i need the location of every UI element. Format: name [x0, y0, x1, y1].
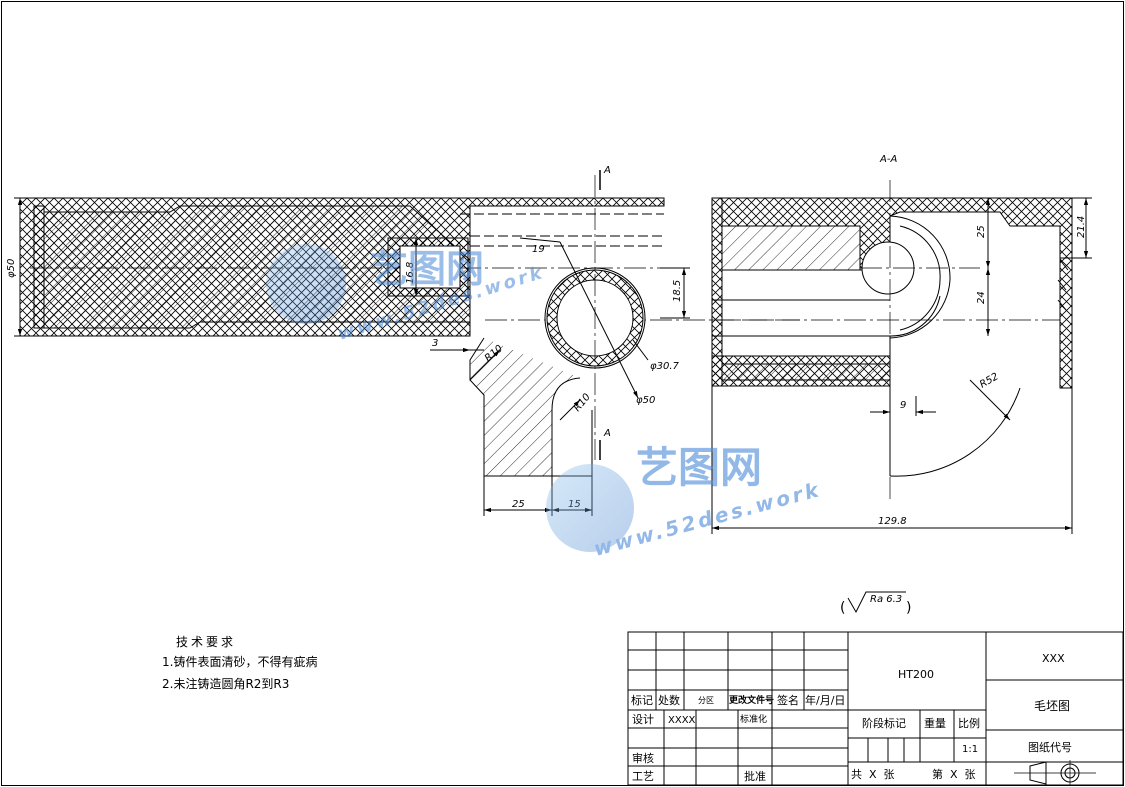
tb-sheets-total: 共 X 张 [851, 768, 895, 781]
svg-text:): ) [906, 600, 911, 616]
front-body-core [43, 205, 471, 329]
dim-v24: 24 [976, 291, 987, 304]
front-outline-inner [33, 205, 45, 329]
tb-design-label: 设计 [632, 713, 654, 726]
svg-text:艺图网: 艺图网 [636, 443, 762, 492]
dim-h16-8: 16.8 [405, 262, 416, 284]
tb-weight-label: 重量 [924, 716, 946, 730]
dim-w25: 25 [512, 499, 525, 510]
dim-w3: 3 [432, 338, 438, 349]
watermark-globe-icon [266, 244, 346, 324]
tb-sheet-no: 第 X 张 [932, 767, 976, 781]
dim-ang19: 19 [532, 244, 545, 255]
dim-w9: 9 [900, 400, 906, 411]
section-mark-bottom: A [603, 428, 611, 439]
front-view [14, 170, 800, 516]
tb-header-mark: 标记 [631, 693, 653, 707]
watermark-globe-icon [546, 464, 634, 552]
tb-material: HT200 [898, 668, 934, 681]
roughness-check-icon [847, 591, 906, 614]
section-arc-r52 [889, 387, 1021, 477]
dim-h18-5: 18.5 [672, 280, 683, 302]
tb-standardize-label: 标准化 [740, 713, 767, 725]
tech-req-title: 技术要求 [176, 635, 236, 649]
tb-header-change-doc: 更改文件号 [729, 694, 774, 706]
section-left-wall [711, 197, 723, 387]
dim-w129-8: 129.8 [878, 516, 907, 527]
tb-drawing-code-label: 图纸代号 [1028, 741, 1072, 754]
title-block-text: HT200 XXX 毛坯图 图纸代号 标记 处数 分区 更改文件号 签名 年/月… [631, 652, 1072, 783]
tb-header-zone: 分区 [698, 696, 714, 705]
tb-scale-value: 1:1 [962, 744, 978, 755]
dim-d30-7: φ30.7 [650, 361, 680, 372]
tb-scale-label: 比例 [958, 716, 980, 730]
tb-process-label: 工艺 [632, 770, 654, 783]
section-title: A-A [879, 154, 897, 165]
title-block [627, 631, 1124, 786]
svg-text:(: ( [840, 600, 845, 616]
tb-header-sign: 签名 [777, 693, 799, 707]
dim-d50-circle: φ50 [636, 395, 655, 406]
tb-designer: XXXX [668, 715, 696, 726]
tb-drawing-name: 毛坯图 [1034, 699, 1070, 713]
roughness-symbol: ( Ra 6.3 ) [840, 591, 911, 616]
tb-header-count: 处数 [658, 694, 680, 707]
tech-req-item-2: 2.未注铸造圆角R2到R3 [162, 676, 289, 691]
projection-symbol-icon [1014, 760, 1096, 786]
section-core-upper [721, 225, 861, 271]
tech-req-item-1: 1.铸件表面清砂，不得有疵病 [162, 654, 317, 669]
section-mark-top: A [603, 165, 611, 176]
tb-approve-label: 批准 [744, 769, 766, 783]
svg-text:艺图网: 艺图网 [370, 247, 484, 291]
tb-stage-label: 阶段标记 [862, 716, 906, 730]
tb-header-date: 年/月/日 [805, 693, 845, 707]
dim-r52: R52 [978, 371, 1001, 390]
dim-d50-left: φ50 [6, 259, 17, 278]
tb-review-label: 审核 [632, 751, 654, 765]
dim-v25: 25 [976, 225, 987, 238]
front-lug [469, 337, 581, 477]
dim-v21-4: 21.4 [1076, 216, 1087, 238]
tech-requirements: 技术要求 1.铸件表面清砂，不得有疵病 2.未注铸造圆角R2到R3 [162, 635, 317, 691]
section-view [711, 180, 1092, 534]
tb-company: XXX [1042, 652, 1065, 665]
svg-text:Ra 6.3: Ra 6.3 [870, 594, 902, 605]
